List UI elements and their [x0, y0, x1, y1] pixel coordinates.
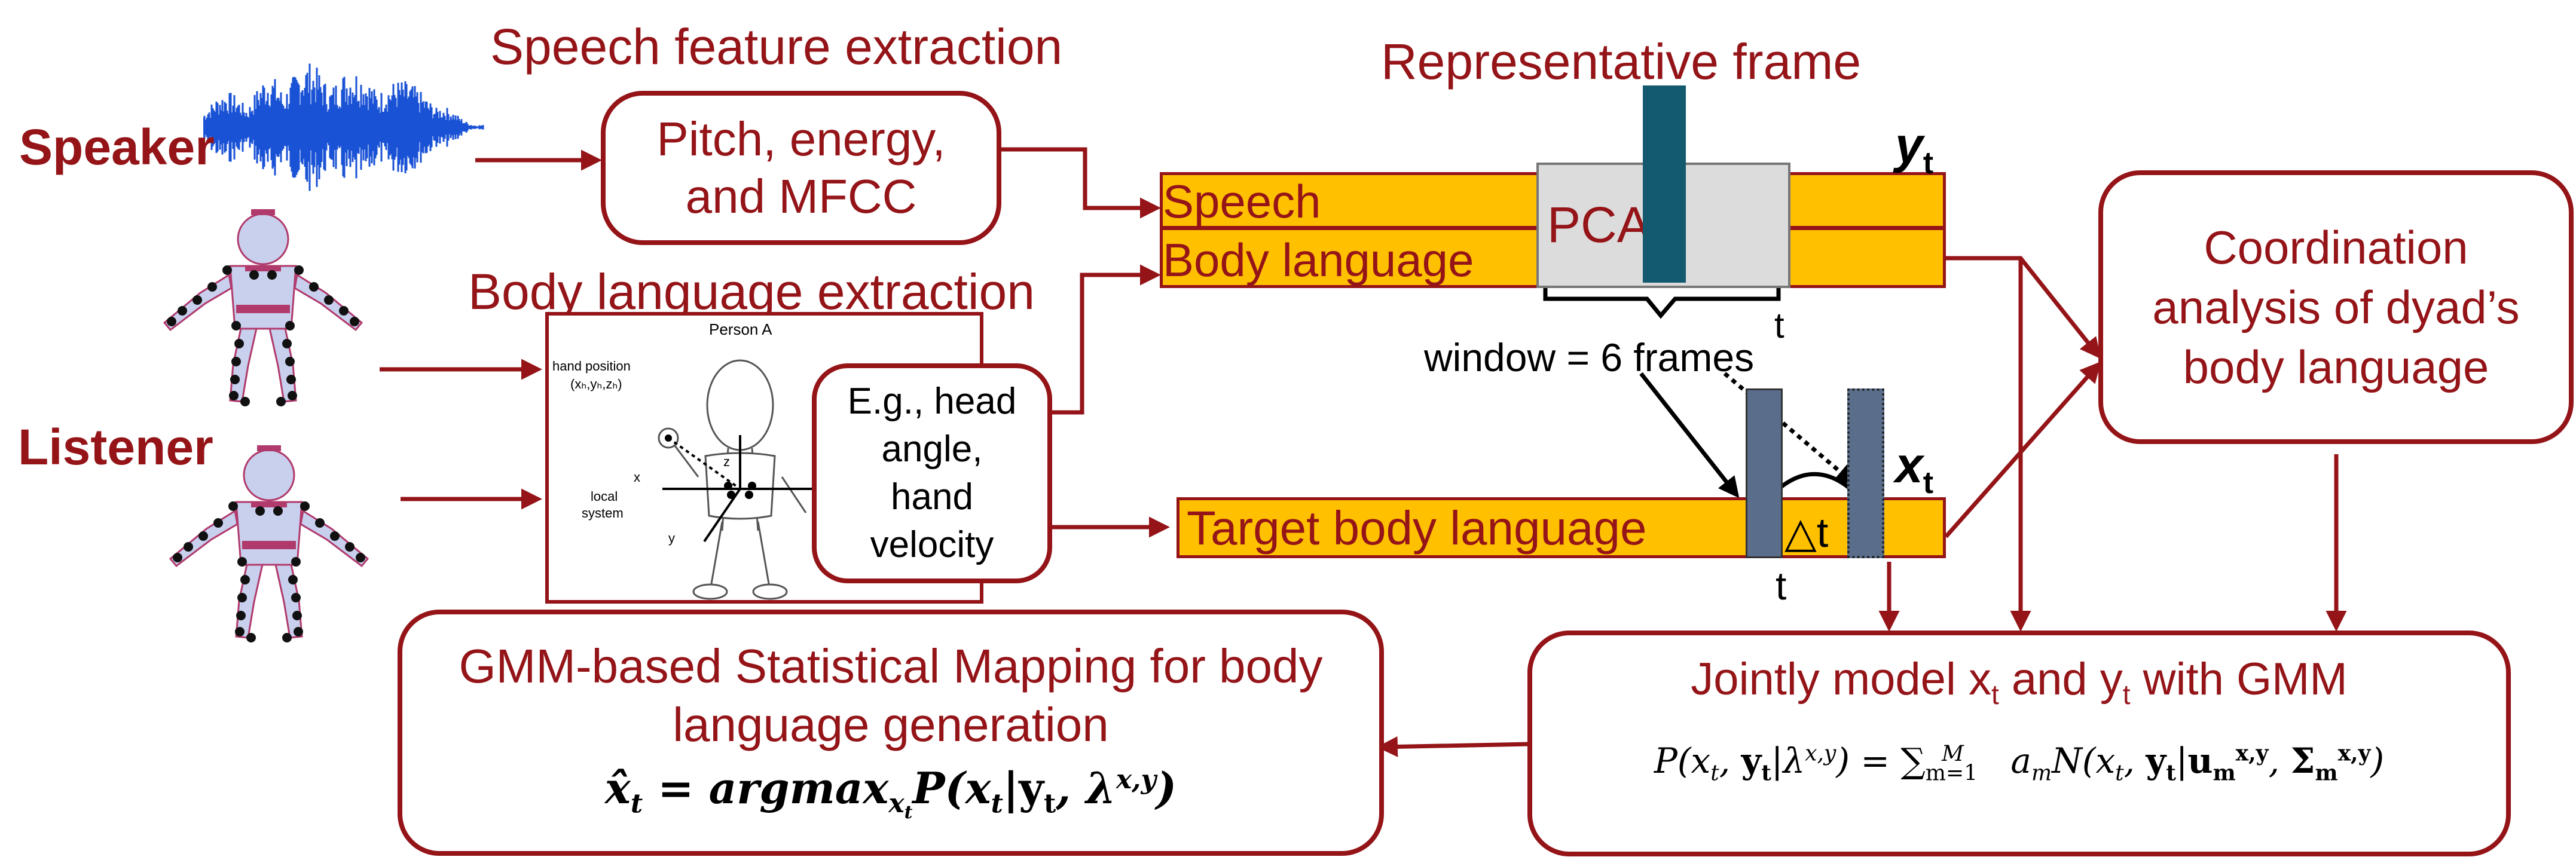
hand-position-label: hand position: [552, 359, 631, 374]
person-a-title: Person A: [709, 320, 772, 338]
axis-z-label: z: [723, 454, 730, 469]
current-frame-marker: [1746, 388, 1783, 558]
listener-label: Listener: [18, 419, 213, 475]
eg-line-3: hand: [891, 476, 973, 518]
future-frame-marker: [1847, 388, 1884, 558]
window-brace: [1543, 286, 1781, 319]
representative-frame-title: Representative frame: [1381, 33, 1862, 90]
speaker-skeleton: [163, 209, 363, 406]
speech-feature-title: Speech feature extraction: [490, 19, 1063, 75]
coordination-analysis-box: Coordination analysis of dyad’s body lan…: [2098, 170, 2574, 444]
representative-frame-marker: [1643, 85, 1686, 283]
target-bar-label: Target body language: [1187, 501, 1647, 555]
arrow-jointly-to-mapping: [1377, 736, 1531, 757]
arrow-window-solid: [1639, 372, 1740, 498]
arrow-window-dotted: [1723, 372, 1857, 486]
eg-line-2: angle,: [881, 429, 983, 470]
axis-y-label: y: [668, 531, 675, 546]
jointly-prefix: Jointly model x: [1691, 654, 1991, 705]
xt-label: xt: [1895, 436, 1933, 501]
jointly-sub-x: t: [1991, 679, 1999, 711]
coordination-line-3: body language: [2183, 341, 2489, 393]
speaker-label: Speaker: [19, 119, 215, 175]
pca-label: PCA: [1547, 197, 1651, 253]
eg-line-4: velocity: [870, 524, 994, 565]
coordination-line-1: Coordination: [2204, 221, 2468, 274]
gmm-mapping-line-2: language generation: [673, 698, 1109, 751]
window-label: window = 6 frames: [1424, 335, 1755, 379]
jointly-suffix: with GMM: [2130, 654, 2348, 705]
yt-symbol: y: [1895, 117, 1923, 173]
local-label: local: [591, 489, 618, 504]
hand-coords-label: (xₕ,yₕ,zₕ): [570, 377, 622, 391]
xt-subscript: t: [1923, 465, 1934, 500]
mapping-equation: x̂t = argmaxxtP(xt|yt, λx,y): [604, 763, 1177, 824]
pitch-line-1: Pitch, energy,: [656, 112, 946, 166]
delta-t-label: △t: [1784, 509, 1829, 556]
jointly-model-box: Jointly model xt and yt with GMM P(xt, y…: [1527, 631, 2511, 856]
yt-subscript: t: [1923, 145, 1934, 180]
person-a-drawing: [658, 359, 812, 600]
coordination-line-2: analysis of dyad’s: [2152, 281, 2520, 333]
speech-bar-label: Speech: [1163, 175, 1321, 228]
speech-waveform: [203, 63, 484, 191]
pitch-energy-mfcc-box: Pitch, energy, and MFCC: [601, 91, 1001, 245]
jointly-sub-y: t: [2122, 679, 2131, 711]
yt-label: yt: [1895, 117, 1933, 181]
listener-skeleton: [169, 445, 369, 642]
body-language-bar-label: Body language: [1163, 234, 1474, 286]
arrow-eg-to-body-language: [1049, 264, 1161, 415]
jointly-mid: and y: [1999, 654, 2123, 705]
jointly-title: Jointly model xt and yt with GMM: [1691, 653, 2347, 711]
system-label: system: [582, 506, 624, 521]
body-language-extraction-title: Body language extraction: [468, 264, 1035, 320]
gmm-mapping-box: GMM-based Statistical Mapping for body l…: [398, 610, 1384, 856]
axis-x-label: x: [634, 470, 640, 485]
target-body-language-bar: [1177, 497, 1946, 558]
t-upper-label: t: [1774, 305, 1784, 345]
t-lower-label: t: [1776, 564, 1787, 608]
arrow-pitch-to-speech: [998, 147, 1161, 219]
eg-line-1: E.g., head: [847, 381, 1017, 422]
eg-features-box: E.g., head angle, hand velocity: [812, 363, 1052, 583]
gmm-mapping-line-1: GMM-based Statistical Mapping for body: [459, 639, 1323, 693]
joint-equation: P(xt, yt|λx,y) = ∑m=1M amN(xt, yt|umx,y,…: [1654, 740, 2385, 786]
pitch-line-2: and MFCC: [685, 170, 917, 223]
xt-symbol: x: [1895, 437, 1923, 493]
